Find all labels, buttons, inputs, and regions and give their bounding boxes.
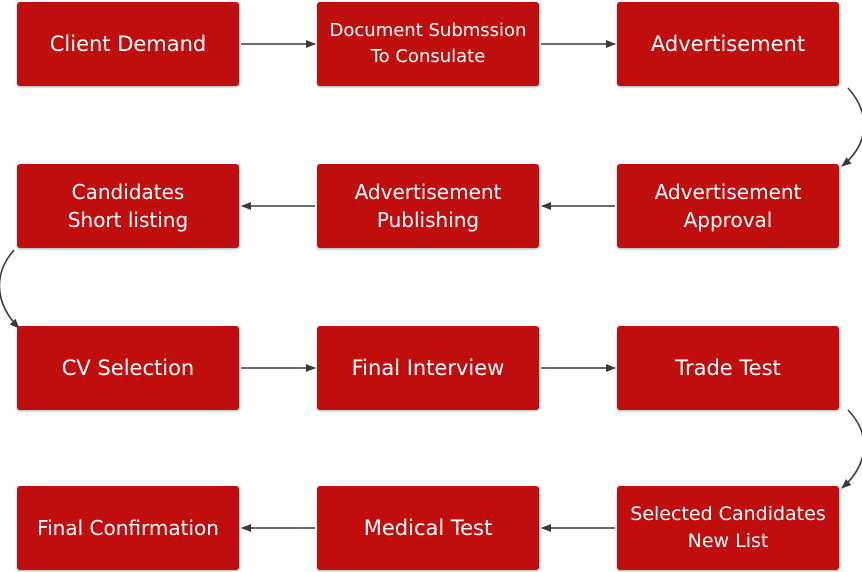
step-final-interview: Final Interview [317,326,539,410]
step-selected-candidates-new-list: Selected Candidates New List [617,486,839,570]
step-label: Final Confirmation [37,516,219,540]
step-label: Trade Test [675,356,781,380]
step-medical-test: Medical Test [317,486,539,570]
step-trade-test: Trade Test [617,326,839,410]
step-label: Document Submssion To Consulate [329,20,527,67]
step-advertisement-approval: Advertisement Approval [617,164,839,248]
step-label: Advertisement Publishing [354,180,502,232]
step-label: Selected Candidates New List [630,503,826,552]
step-document-submission: Document Submssion To Consulate [317,2,539,86]
arrow-shortlisting-to-cv-selection [0,249,20,329]
arrow-advertisement-to-approval [841,87,862,167]
step-label: CV Selection [61,356,195,380]
step-candidates-short-listing: Candidates Short listing [17,164,239,248]
step-advertisement: Advertisement [617,2,839,86]
step-final-confirmation: Final Confirmation [17,486,239,570]
step-cv-selection: CV Selection [17,326,239,410]
step-label: Candidates Short listing [67,180,189,232]
step-label: Advertisement Approval [654,180,802,232]
arrow-trade-test-to-selected [841,409,862,489]
step-label: Medical Test [363,516,493,540]
step-advertisement-publishing: Advertisement Publishing [317,164,539,248]
step-client-demand: Client Demand [17,2,239,86]
step-label: Client Demand [49,32,207,56]
step-label: Advertisement [650,32,806,56]
step-label: Final Interview [351,356,505,380]
